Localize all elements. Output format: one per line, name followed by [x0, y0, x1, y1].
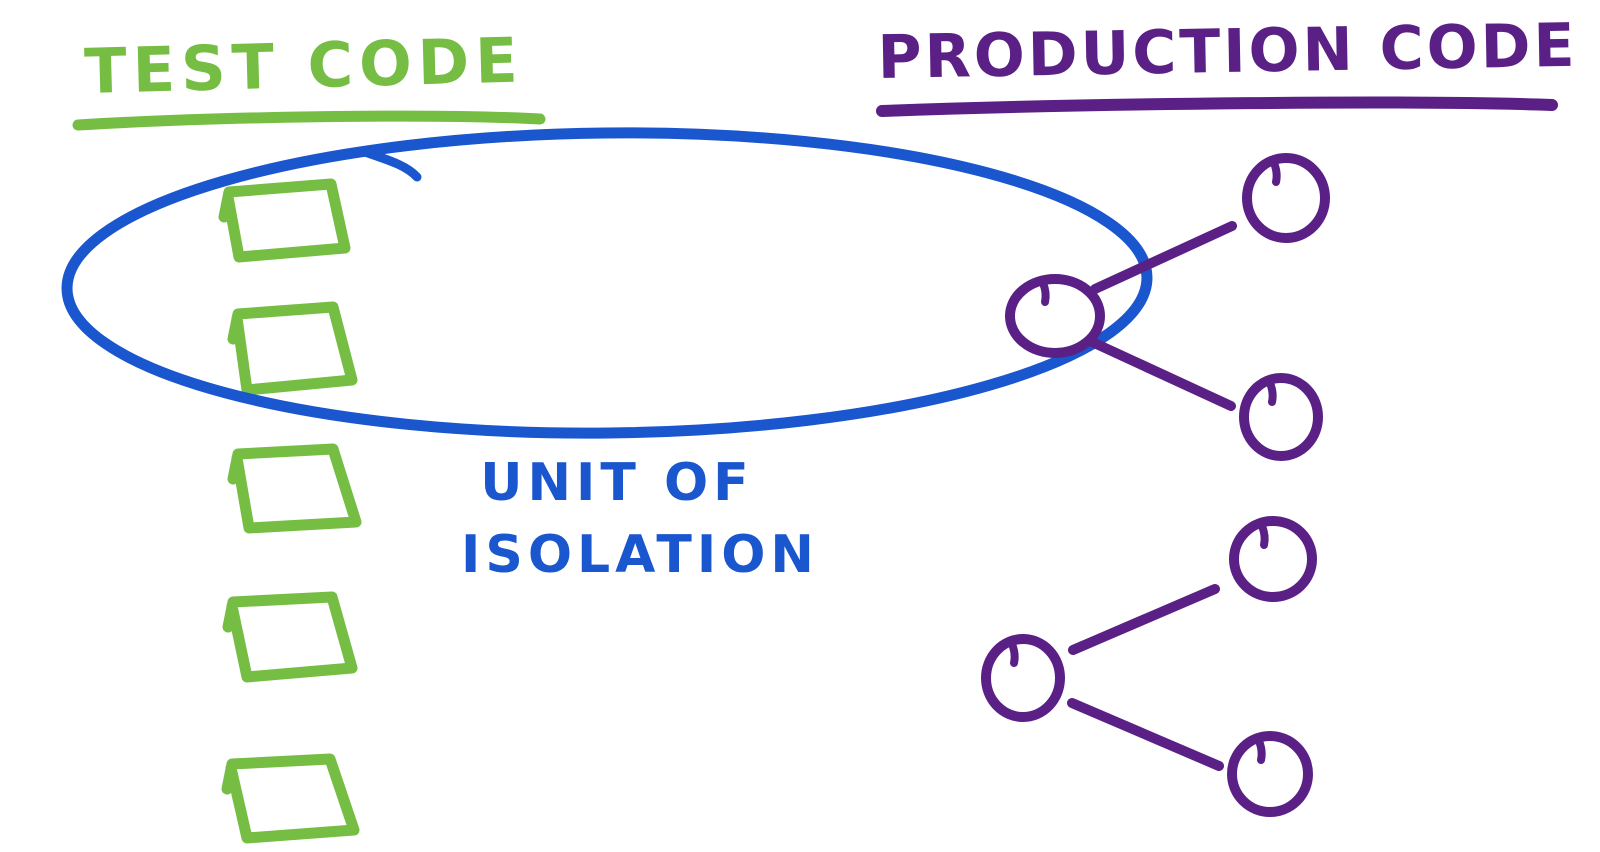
test-code-title: TEST CODE — [83, 24, 524, 108]
test-square-1 — [218, 178, 351, 263]
isolation-label-line1: UNIT OF — [480, 453, 753, 513]
test-code-title-group: TEST CODE — [83, 24, 524, 108]
test-square-4 — [222, 591, 358, 683]
production-code-title-group: PRODUCTION CODE — [877, 11, 1578, 93]
production-circle-6 — [1227, 731, 1313, 817]
test-code-underline — [72, 110, 546, 131]
production-circle-2 — [1242, 153, 1330, 243]
test-code-section — [72, 110, 546, 844]
production-circle-3-pen-tick — [1266, 379, 1277, 406]
isolation-label-line2: ISOLATION — [461, 525, 819, 585]
production-code-underline — [876, 96, 1558, 117]
dependency-line-3 — [1068, 584, 1220, 655]
production-circle-5-pen-tick — [1258, 522, 1269, 549]
ellipse-pen-hook — [357, 146, 422, 182]
production-circle-2-pen-tick — [1270, 159, 1281, 186]
unit-of-isolation-ellipse — [61, 127, 1153, 439]
production-circle-3 — [1239, 373, 1323, 461]
production-circle-5 — [1229, 516, 1317, 602]
production-circle-hub-1 — [1005, 274, 1105, 358]
production-code-section — [876, 96, 1558, 817]
dependency-line-2 — [1085, 336, 1236, 411]
test-square-2 — [227, 301, 358, 396]
production-circle-hub-1-pen-tick — [1039, 279, 1050, 306]
production-circle-6-pen-tick — [1255, 737, 1266, 764]
dependency-line-1 — [1090, 221, 1237, 294]
isolation-label-group: UNIT OF ISOLATION — [461, 453, 819, 585]
dependency-line-4 — [1067, 698, 1224, 771]
production-circle-hub-2-pen-tick — [1008, 640, 1019, 667]
isolation-section — [61, 127, 1153, 439]
test-square-5 — [221, 753, 360, 844]
production-code-title: PRODUCTION CODE — [877, 11, 1578, 93]
production-circle-hub-2 — [981, 634, 1065, 722]
test-square-3 — [227, 443, 362, 534]
